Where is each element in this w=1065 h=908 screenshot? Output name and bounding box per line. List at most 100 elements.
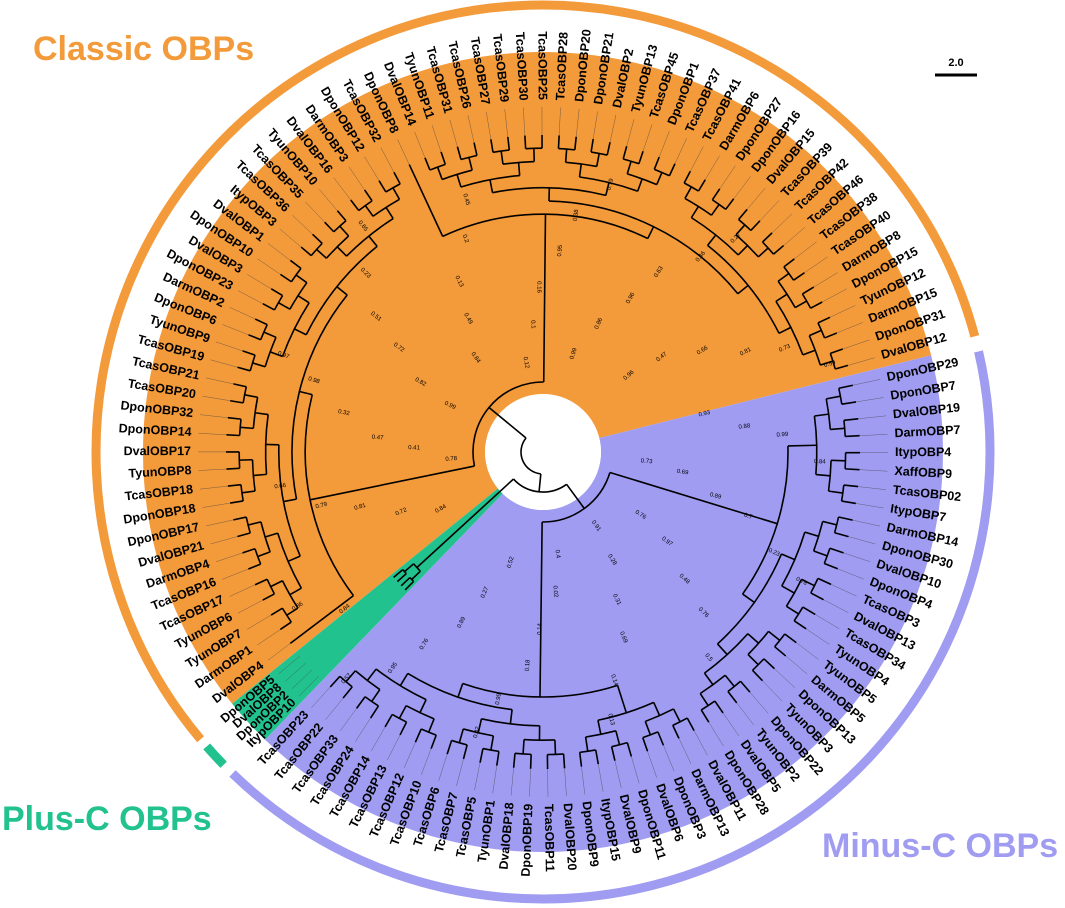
leaf-guide [210,536,238,545]
leaf-guide [467,115,475,143]
branch [264,532,278,538]
branch [372,198,400,217]
branch [226,467,240,470]
branch [714,700,724,714]
branch [392,187,401,200]
bootstrap-label: 0.66 [696,345,710,357]
branch [747,633,760,644]
branch [793,272,805,281]
scale-bar-label: 2.0 [948,57,963,69]
leaf-guide [198,433,227,435]
branch [793,620,807,630]
branch [636,178,643,192]
leaf-guide [626,119,635,147]
branch [838,384,854,390]
leaf-guide [474,762,481,791]
branch [273,295,284,311]
bootstrap-label: 0.23 [767,548,781,558]
leaf-guide [267,643,291,661]
bootstrap-label: 0.18 [525,659,532,672]
leaf-guide [823,599,849,613]
branch [565,483,585,510]
branch [456,146,462,160]
branch [538,473,542,492]
branch [647,226,655,239]
leaf-guide [355,717,371,742]
branch [254,411,269,416]
bootstrap-label: 0.82 [414,377,428,388]
branch [784,633,797,644]
branch [845,468,860,471]
branch [472,381,544,467]
branch [396,573,407,583]
branch [295,274,308,284]
bootstrap-label: 0.76 [419,637,431,651]
leaf-guide [325,697,344,720]
leaf-guide [387,734,401,761]
leaf-guide [719,165,736,189]
bootstrap-label: 0.96 [625,291,636,305]
branch [841,500,856,505]
leaf-guide [292,214,313,235]
branch [237,366,251,372]
branch [248,334,262,341]
branch [804,531,819,538]
branch [463,728,494,737]
branch [801,293,812,309]
branch [786,605,800,615]
branch [738,218,752,232]
bootstrap-label: 0.42 [473,725,482,738]
leaf-guide [199,485,228,490]
leaf-guide [456,758,464,787]
branch [626,161,632,175]
branch [289,587,302,596]
branch [260,521,271,553]
branch [830,427,845,431]
leaf-guide [733,176,751,199]
branch [716,643,728,656]
branch [324,221,335,233]
branch [574,136,578,150]
branch [257,551,271,558]
minus-c-clade-wedge [265,355,943,852]
branch [252,362,266,368]
branch [473,142,478,156]
leaf-guide [229,584,256,597]
leaf-guide [674,138,687,164]
bootstrap-label: 0.13 [453,275,464,289]
branch [763,658,775,670]
branch [751,669,764,682]
branch [610,746,616,761]
branch [820,360,834,366]
bootstrap-label: 0.38 [573,209,581,222]
branch [514,752,532,756]
leaf-guide [847,357,875,366]
branch [710,204,720,216]
leaf-guide [705,155,720,180]
branch [404,580,415,591]
branch [287,555,301,563]
leaf-guide [859,434,888,436]
branch [342,686,353,699]
leaf-guide [247,274,272,289]
scale-bar: 2.0 [935,57,977,77]
leaf-guide [855,503,884,509]
leaf-guide [830,584,857,597]
leaf-guide [449,119,458,147]
branch [711,199,727,210]
branch [750,220,761,231]
bootstrap-label: 0.78 [445,456,458,463]
branch [801,578,815,587]
leaf-guide [319,189,338,211]
branch [683,170,692,184]
branch [793,606,804,622]
branch [829,353,837,370]
branch [408,164,444,237]
branch [419,699,427,713]
branch [254,318,268,326]
bootstrap-label: 0.95 [557,244,564,257]
branch [845,434,860,438]
branch [742,593,755,604]
leaf-label: TyunOBP8 [128,463,192,480]
branch [642,731,659,739]
